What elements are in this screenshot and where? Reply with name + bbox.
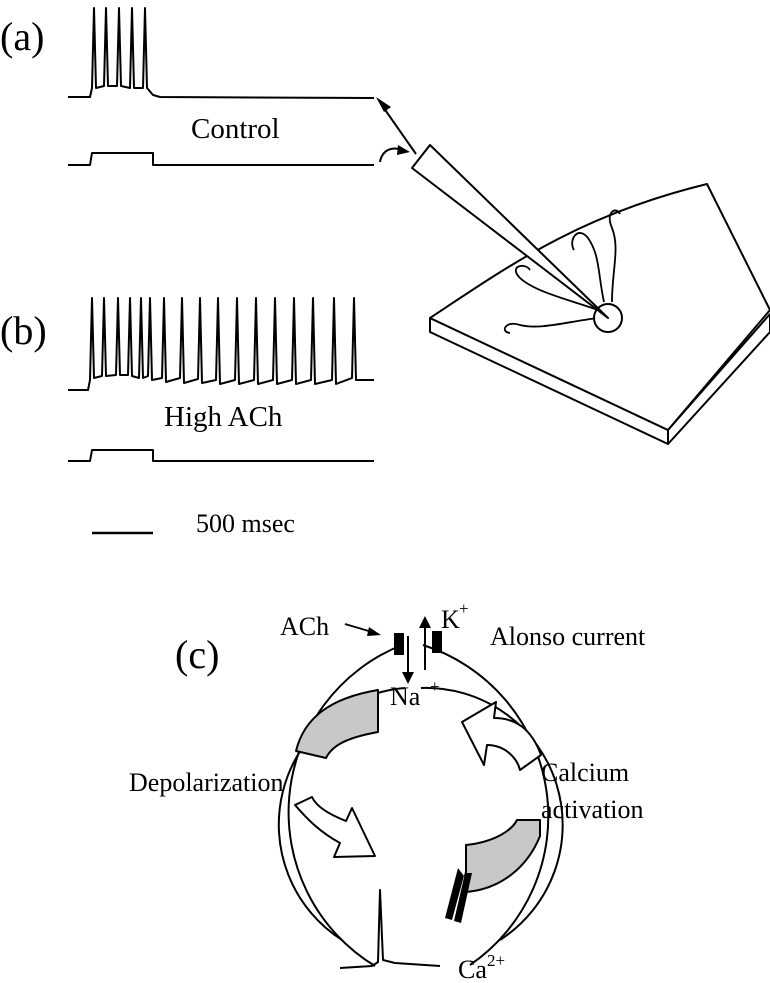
- recording-output-arrow: [380, 103, 417, 155]
- calcium-label-line2: activation: [541, 795, 644, 824]
- control-stimulus-trace: [68, 152, 374, 166]
- k-arrowhead: [419, 616, 431, 628]
- calcium-cycle-arrow: [461, 701, 542, 771]
- recording-arrowhead: [376, 97, 391, 112]
- ach-arrowhead: [367, 627, 381, 636]
- gray-block-upper-left: [295, 689, 379, 759]
- ach-channel-left: [394, 633, 404, 655]
- alonso-current-label: Alonso current: [490, 622, 646, 651]
- stimulus-arrowhead: [397, 145, 410, 155]
- ach-label: ACh: [280, 612, 329, 641]
- calcium-arrow-shaft: [454, 873, 472, 923]
- k-label: K: [441, 605, 460, 634]
- gray-block-lower-right: [465, 819, 541, 893]
- high-ach-label: High ACh: [164, 401, 283, 433]
- calcium-influx-arrow: [445, 868, 467, 920]
- calcium-label-line1: Calcium: [541, 758, 629, 787]
- high-ach-stimulus-trace: [68, 449, 374, 462]
- action-potential-trace: [339, 889, 441, 969]
- k-superscript: +: [459, 599, 469, 618]
- neuron-dendrites: [503, 209, 621, 334]
- panel-label-c: (c): [175, 632, 219, 677]
- control-label: Control: [191, 113, 280, 145]
- ach-channel-right: [432, 631, 442, 653]
- cycle-rings: [277, 644, 564, 967]
- depolarization-cycle-arrow: [294, 796, 376, 858]
- ca-label: Ca: [458, 955, 487, 983]
- na-superscript: +: [430, 677, 440, 696]
- panel-label-b: (b): [0, 308, 47, 353]
- scale-bar-label: 500 msec: [196, 509, 295, 538]
- recording-electrode: [411, 144, 609, 319]
- ach-pointer-arrow: [344, 623, 373, 633]
- high-ach-voltage-trace: [68, 297, 374, 391]
- panel-label-a: (a): [0, 14, 44, 59]
- control-voltage-trace: [68, 7, 375, 99]
- na-label: Na: [390, 682, 421, 711]
- na-arrowhead: [402, 672, 414, 684]
- depolarization-label: Depolarization: [129, 768, 284, 797]
- ca-superscript: 2+: [487, 951, 505, 970]
